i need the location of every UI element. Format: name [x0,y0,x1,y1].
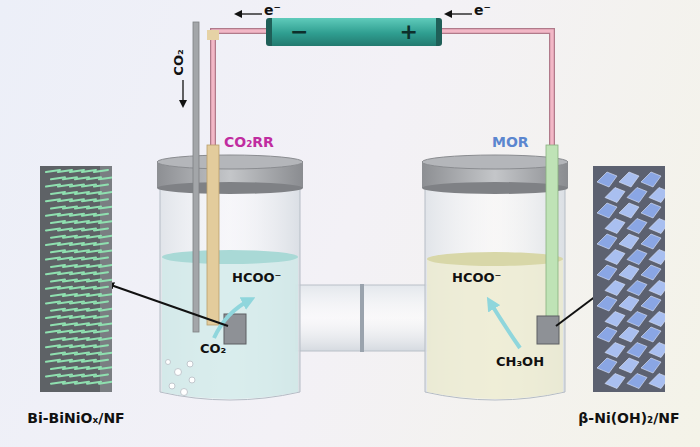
cathode-reaction-label: CO₂RR [224,134,274,150]
anode-reaction-label: MOR [492,134,529,150]
electron-label: e⁻ [264,2,281,18]
product-label: HCOO⁻ [452,270,501,285]
electron-label: e⁻ [474,2,491,18]
reactant-label: CO₂ [200,341,226,356]
battery: −+ [266,18,442,46]
product-label: HCOO⁻ [232,270,281,285]
electrode-zoom-panel: Bi-BiNiOₓ/NF [10,166,142,428]
electrode-zoom-panel: β-Ni(OH)₂/NF [562,166,696,428]
material-label: β-Ni(OH)₂/NF [562,410,696,426]
gas-inlet-label: CO₂ [170,49,185,75]
reactant-label: CH₃OH [496,354,544,369]
nanosheet-array-image [593,166,665,392]
terminal-sign: + [400,21,418,43]
nanowire-array-image [40,166,112,392]
material-label: Bi-BiNiOₓ/NF [10,410,142,426]
terminal-sign: − [290,21,308,43]
